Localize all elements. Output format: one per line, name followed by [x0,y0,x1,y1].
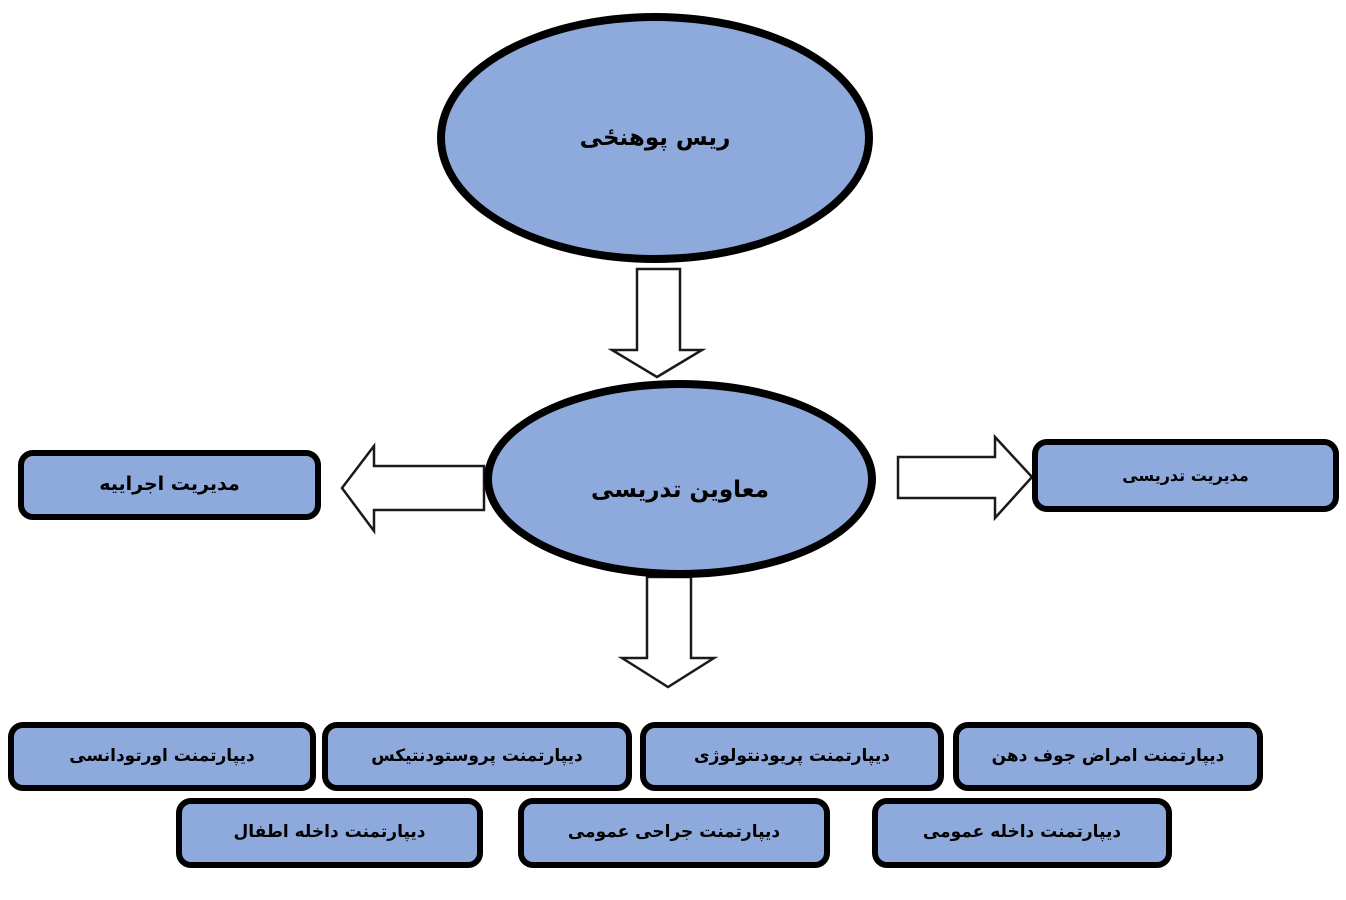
node-teaching-management: مدیریت تدریسی [1032,439,1339,512]
node-teaching-deputy-label: معاوین تدریسی [591,476,769,503]
down-arrow-dean-to-deputy-icon [607,267,707,379]
node-department-label: دیپارتمنت پریودنتولوژی [694,745,890,766]
node-executive-management: مدیریت اجراییه [18,450,321,520]
node-dean-label: ریس پوهنځی [579,124,731,151]
node-department-periodontology: دیپارتمنت پریودنتولوژی [640,722,944,791]
left-arrow-deputy-to-executive-icon [340,442,486,535]
node-executive-management-label: مدیریت اجراییه [99,473,240,496]
node-department-label: دیپارتمنت امراض جوف دهن [991,745,1225,766]
node-dean: ریس پوهنځی [437,13,873,263]
node-department-label: دیپارتمنت داخله اطفال [233,822,426,843]
node-department-prosthodontics: دیپارتمنت پروستودنتیکس [322,722,632,791]
node-department-orthodontics: دیپارتمنت اورتودانسی [8,722,316,791]
node-department-oral-cavity-diseases: دیپارتمنت امراض جوف دهن [953,722,1263,791]
node-department-label: دیپارتمنت اورتودانسی [69,745,255,766]
node-department-general-internal: دیپارتمنت داخله عمومی [872,798,1172,868]
node-department-label: دیپارتمنت پروستودنتیکس [371,745,583,766]
node-department-label: دیپارتمنت داخله عمومی [922,822,1122,843]
down-arrow-deputy-to-departments-icon [617,575,719,689]
node-department-general-surgery: دیپارتمنت جراحی عمومی [518,798,830,868]
node-department-pediatric-internal: دیپارتمنت داخله اطفال [176,798,483,868]
right-arrow-deputy-to-teaching-icon [896,433,1034,522]
node-teaching-management-label: مدیریت تدریسی [1122,465,1249,485]
node-department-label: دیپارتمنت جراحی عمومی [567,822,781,843]
node-teaching-deputy: معاوین تدریسی [484,380,876,578]
